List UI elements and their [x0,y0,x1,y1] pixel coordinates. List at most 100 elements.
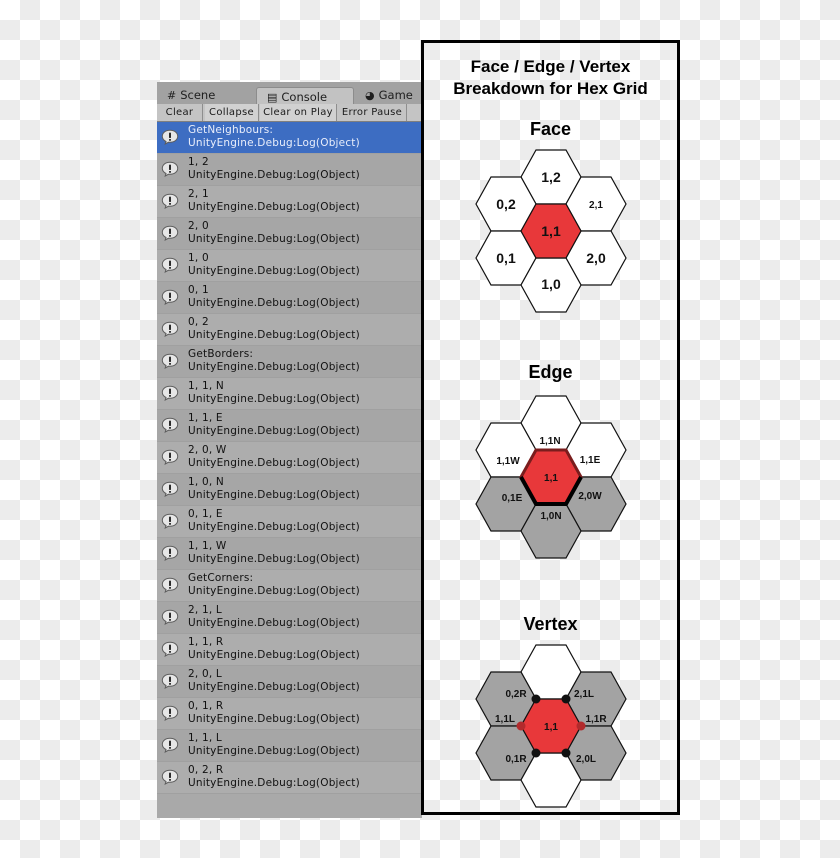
info-message-icon [161,449,179,466]
log-message: 2, 1, L [188,604,222,616]
error-pause-button[interactable]: Error Pause [338,104,407,121]
edge-label-center: 1,1 [544,473,558,484]
log-stacktrace: UnityEngine.Debug:Log(Object) [188,713,360,725]
log-stacktrace: UnityEngine.Debug:Log(Object) [188,425,360,437]
edge-label-1-0n: 1,0N [540,511,561,522]
face-diagram [475,149,627,313]
log-message: 2, 0, L [188,668,222,680]
log-message: 1, 1, R [188,636,224,648]
info-message-icon [161,225,179,242]
info-message-icon [161,353,179,370]
log-stacktrace: UnityEngine.Debug:Log(Object) [188,201,360,213]
log-stacktrace: UnityEngine.Debug:Log(Object) [188,617,360,629]
face-label-2-1: 2,1 [589,200,603,211]
info-message-icon [161,289,179,306]
edge-heading: Edge [528,362,573,382]
info-message-icon [161,673,179,690]
tab-game[interactable]: ◕Game [355,86,422,104]
log-message: 1, 2 [188,156,209,168]
face-heading: Face [529,119,572,139]
log-message: 1, 0, N [188,476,224,488]
info-message-icon [161,417,179,434]
log-stacktrace: UnityEngine.Debug:Log(Object) [188,393,360,405]
tab-scene[interactable]: #Scene [157,86,255,104]
info-message-icon [161,769,179,786]
console-log-entry[interactable]: GetCorners:UnityEngine.Debug:Log(Object) [157,570,422,602]
vertex-label-0-2r: 0,2R [505,689,527,700]
console-log-entry[interactable]: GetBorders:UnityEngine.Debug:Log(Object) [157,346,422,378]
vertex-dot-0-1r [531,748,541,758]
log-stacktrace: UnityEngine.Debug:Log(Object) [188,361,360,373]
edge-diagram [475,395,627,559]
scene-grid-icon: # [167,89,177,102]
log-message: 0, 1, R [188,700,224,712]
log-stacktrace: UnityEngine.Debug:Log(Object) [188,329,360,341]
log-message: 1, 1, N [188,380,224,392]
face-label-0-1: 0,1 [496,250,516,266]
hex-diagrams: 1,2 0,2 2,1 1,1 0,1 2,0 1,0 1,1N 1,1W 1,… [475,149,627,808]
hex-cell-1-1-highlight [520,203,582,259]
tab-console[interactable]: ▤Console [256,87,354,105]
edge-label-1-1w: 1,1W [496,456,520,467]
info-message-icon [161,513,179,530]
edge-highlight-lower [519,476,583,506]
info-message-icon [161,641,179,658]
face-label-2-0: 2,0 [586,250,606,266]
clear-button[interactable]: Clear [157,104,203,121]
log-stacktrace: UnityEngine.Debug:Log(Object) [188,745,360,757]
vertex-dot-0-2r [531,694,541,704]
log-stacktrace: UnityEngine.Debug:Log(Object) [188,649,360,661]
face-label-1-0: 1,0 [541,276,561,292]
info-message-icon [161,385,179,402]
console-log-list: GetNeighbours:UnityEngine.Debug:Log(Obje… [157,122,422,794]
info-message-icon [161,257,179,274]
log-stacktrace: UnityEngine.Debug:Log(Object) [188,521,360,533]
log-stacktrace: UnityEngine.Debug:Log(Object) [188,233,360,245]
log-stacktrace: UnityEngine.Debug:Log(Object) [188,585,360,597]
vertex-dot-2-0l [561,748,571,758]
log-message: 1, 1, W [188,540,227,552]
game-pacman-icon: ◕ [365,89,375,102]
clear-on-play-button[interactable]: Clear on Play [260,104,337,121]
log-message: 2, 0 [188,220,209,232]
log-stacktrace: UnityEngine.Debug:Log(Object) [188,489,360,501]
log-stacktrace: UnityEngine.Debug:Log(Object) [188,137,360,149]
tab-bar: #Scene ▤Console ◕Game [157,82,422,105]
vertex-label-2-1l: 2,1L [574,689,594,700]
log-message: 1, 1, E [188,412,223,424]
vertex-dots [516,694,586,758]
info-message-icon [161,321,179,338]
info-message-icon [161,161,179,178]
vertex-heading: Vertex [523,614,578,634]
collapse-button[interactable]: Collapse [205,104,259,121]
log-message: 1, 0 [188,252,209,264]
face-label-1-1: 1,1 [541,223,561,239]
log-stacktrace: UnityEngine.Debug:Log(Object) [188,553,360,565]
log-message: 2, 0, W [188,444,227,456]
console-log-entry[interactable]: GetNeighbours:UnityEngine.Debug:Log(Obje… [157,122,422,154]
vertex-label-center: 1,1 [544,722,558,733]
edge-label-1-1n: 1,1N [539,436,560,447]
info-message-icon [161,705,179,722]
info-message-icon [161,545,179,562]
log-stacktrace: UnityEngine.Debug:Log(Object) [188,681,360,693]
edge-label-1-1e: 1,1E [580,455,601,466]
